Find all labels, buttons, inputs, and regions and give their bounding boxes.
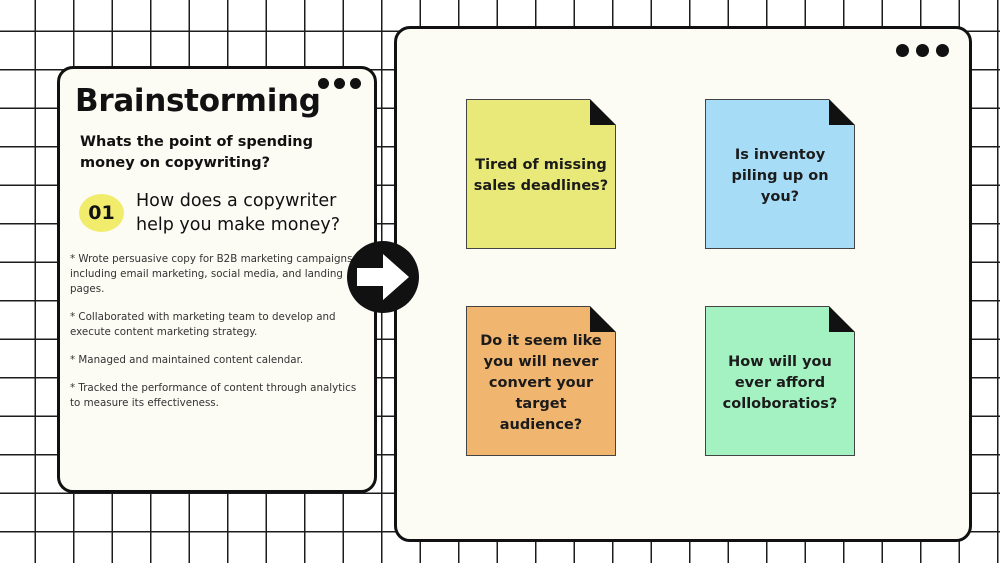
bullet-item: * Tracked the performance of content thr… [70,382,357,409]
more-dots-icon[interactable] [318,78,361,89]
page-fold-icon [829,99,855,125]
bullet-item: * Managed and maintained content calenda… [70,354,304,366]
bullet-item: * Wrote persuasive copy for B2B marketin… [70,253,356,295]
step-question: How does a copywriter help you make mone… [136,191,340,235]
sticky-note: Is inventoy piling up on you? [705,99,855,249]
card-subtitle: Whats the point of spending money on cop… [80,134,313,171]
brainstorm-card: Brainstorming Whats the point of spendin… [57,66,377,493]
card-title: Brainstorming [75,83,321,119]
page-fold-icon [590,306,616,332]
arrow-right-icon[interactable] [345,239,421,315]
page-fold-icon [829,306,855,332]
step-number-badge: 01 [79,194,124,232]
sticky-note-text: How will you ever afford colloboratios? [722,353,838,412]
bullet-list: * Wrote persuasive copy for B2B marketin… [70,252,360,424]
sticky-note: Do it seem like you will never convert y… [466,306,616,456]
page-fold-icon [590,99,616,125]
sticky-note: Tired of missing sales deadlines? [466,99,616,249]
sticky-note-text: Is inventoy piling up on you? [731,146,829,205]
bullet-item: * Collaborated with marketing team to de… [70,311,336,338]
sticky-note-text: Do it seem like you will never convert y… [480,332,602,433]
sticky-note-text: Tired of missing sales deadlines? [473,157,609,194]
sticky-note: How will you ever afford colloboratios? [705,306,855,456]
more-dots-icon[interactable] [896,44,949,57]
